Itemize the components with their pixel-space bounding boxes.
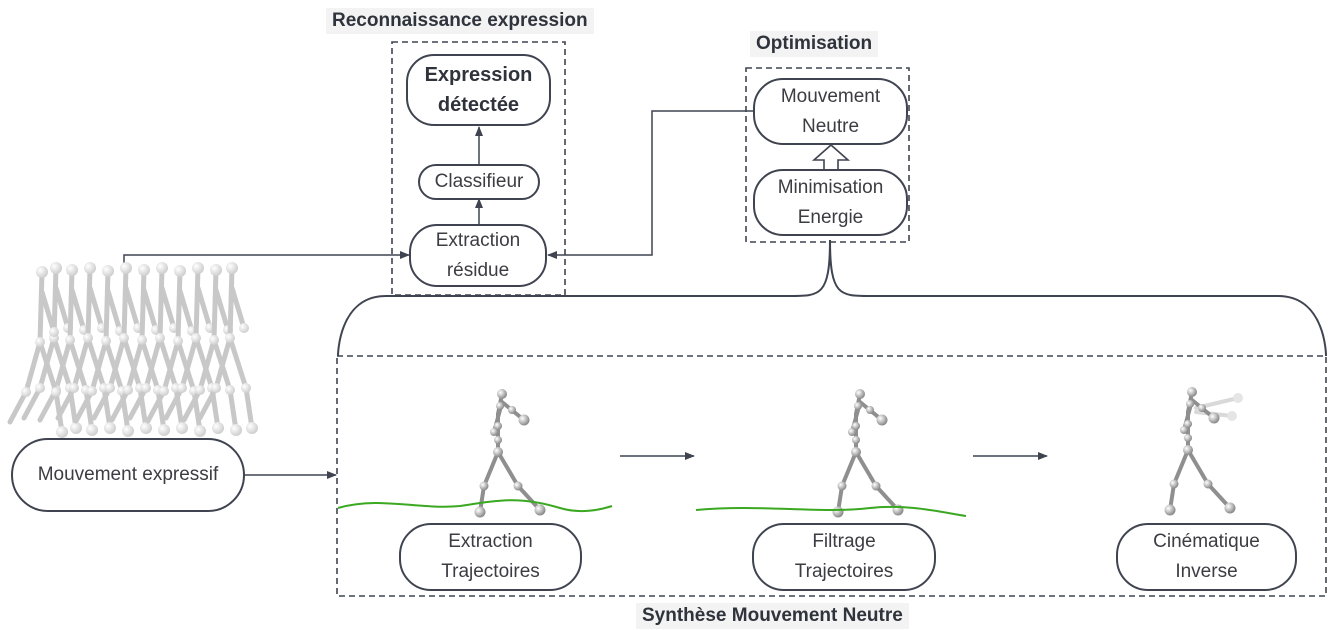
synthesis-group-frame [336, 355, 1327, 597]
hollow-up-arrow [811, 143, 851, 171]
optimisation-group-frame [745, 67, 910, 243]
trajectory-curve-1 [337, 499, 613, 513]
expressive-motion-node: Mouvement expressif [11, 438, 245, 512]
trajectory-filtering-skeleton [830, 387, 906, 520]
classifier-node: Classifieur [418, 164, 540, 200]
expressive-motion-skeletons [10, 262, 258, 438]
arrow-neutral-to-residue [547, 110, 754, 259]
trajectory-extraction-skeleton [472, 387, 548, 520]
synthesis-brace [337, 239, 1327, 357]
inverse-kinematics-skeleton [1162, 385, 1243, 518]
recognition-group-title: Reconnaissance expression [326, 8, 594, 34]
trajectory-curve-2 [695, 505, 967, 517]
optimisation-group-title: Optimisation [750, 31, 879, 57]
synthesis-group-title: Synthèse Mouvement Neutre [636, 603, 909, 629]
